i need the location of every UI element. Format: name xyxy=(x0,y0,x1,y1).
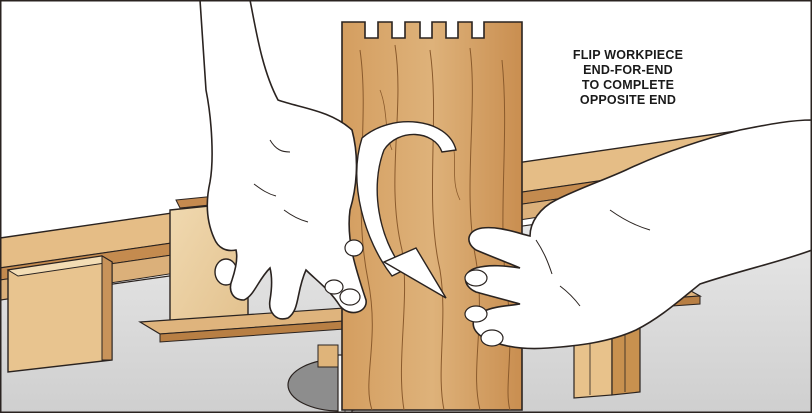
left-stop-block xyxy=(8,256,112,372)
caption-text: FLIP WORKPIECE END-FOR-END TO COMPLETE O… xyxy=(548,48,708,108)
caption-line: OPPOSITE END xyxy=(548,93,708,108)
caption-line: TO COMPLETE xyxy=(548,78,708,93)
caption-line: END-FOR-END xyxy=(548,63,708,78)
caption-line: FLIP WORKPIECE xyxy=(548,48,708,63)
